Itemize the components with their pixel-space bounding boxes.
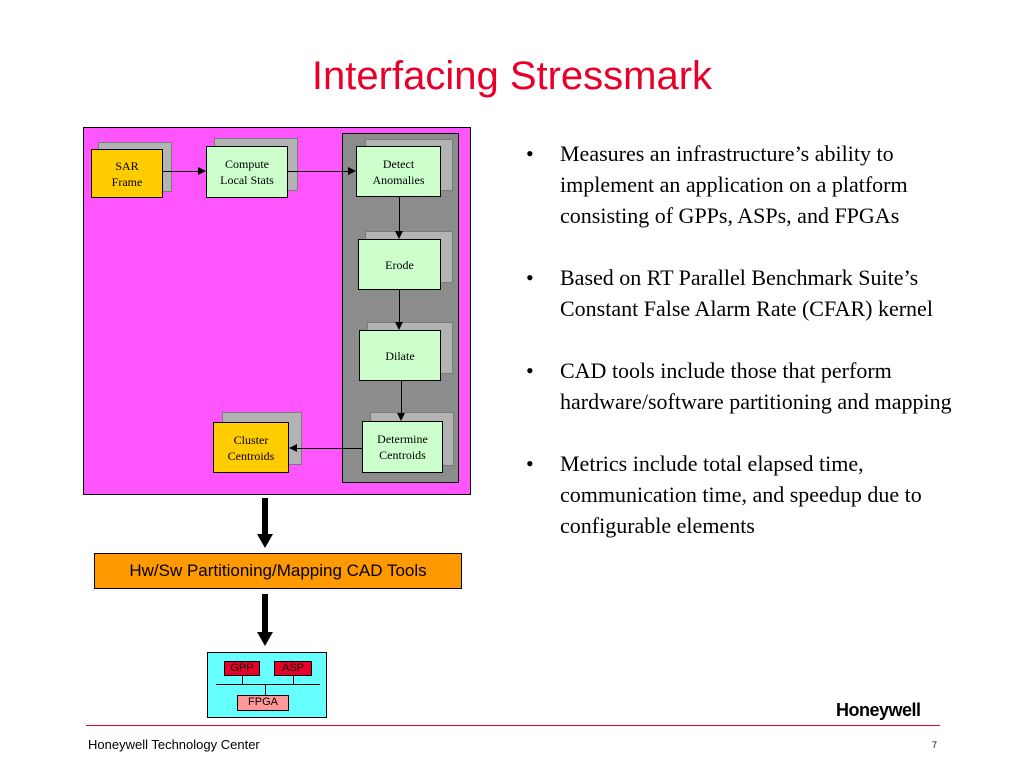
erode-box: Erode	[358, 239, 441, 290]
fpga-label: FPGA	[248, 696, 278, 708]
asp-chip: ASP	[274, 661, 312, 676]
bullet-text: Metrics include total elapsed time, comm…	[560, 451, 922, 538]
arrow-head	[348, 167, 356, 175]
bullet-item: • Measures an infrastructure’s ability to…	[520, 138, 970, 231]
bullet-dot: •	[526, 358, 534, 383]
bullet-text: CAD tools include those that perform har…	[560, 358, 952, 414]
bullet-item: • Metrics include total elapsed time, com…	[520, 448, 970, 541]
arrow-compute-to-detect	[288, 171, 348, 172]
erode-label: Erode	[385, 257, 414, 272]
arrow-determine-to-cluster	[297, 448, 362, 449]
arrow-head	[395, 231, 403, 239]
arrow-head	[289, 444, 297, 452]
arrow-head	[395, 322, 403, 330]
bullet-item: • CAD tools include those that perform ha…	[520, 355, 970, 417]
bullet-list: • Measures an infrastructure’s ability to…	[520, 138, 970, 572]
compute-local-stats-box: Compute Local Stats	[206, 146, 288, 198]
arrow-sar-to-compute	[163, 171, 198, 172]
bullet-dot: •	[526, 451, 534, 476]
arrow-head	[397, 413, 405, 421]
bus-connector	[265, 685, 266, 695]
arrow-detect-to-erode	[399, 197, 400, 231]
sar-frame-box: SAR Frame	[91, 149, 163, 198]
system-bus	[216, 684, 320, 685]
sar-frame-label: SAR Frame	[111, 158, 143, 189]
fpga-chip: FPGA	[237, 695, 289, 711]
footer-divider	[86, 725, 940, 726]
bullet-item: • Based on RT Parallel Benchmark Suite’s …	[520, 262, 970, 324]
arrow-erode-to-dilate	[399, 290, 400, 322]
determine-centroids-box: Determine Centroids	[362, 421, 443, 473]
page-number: 7	[932, 740, 938, 750]
honeywell-logo: Honeywell	[836, 700, 921, 720]
cad-tools-label: Hw/Sw Partitioning/Mapping CAD Tools	[129, 561, 427, 580]
gpp-chip: GPP	[224, 661, 260, 676]
hardware-platform-box: GPP ASP FPGA	[207, 652, 327, 718]
compute-local-stats-label: Compute Local Stats	[220, 157, 274, 187]
bus-connector	[293, 676, 294, 684]
flow-arrow-down	[262, 498, 268, 534]
footer-org: Honeywell Technology Center	[88, 737, 260, 752]
bus-connector	[242, 676, 243, 684]
arrow-dilate-to-determine	[401, 381, 402, 413]
determine-centroids-label: Determine Centroids	[377, 432, 428, 462]
cad-tools-box: Hw/Sw Partitioning/Mapping CAD Tools	[94, 553, 462, 589]
arrow-head	[198, 167, 206, 175]
asp-label: ASP	[281, 662, 304, 674]
dilate-label: Dilate	[385, 348, 415, 363]
slide-title: Interfacing Stressmark	[311, 54, 713, 98]
detect-anomalies-label: Detect Anomalies	[372, 156, 425, 187]
bullet-dot: •	[526, 141, 534, 166]
detect-anomalies-box: Detect Anomalies	[356, 146, 441, 197]
gpp-label: GPP	[230, 662, 254, 674]
bullet-dot: •	[526, 265, 534, 290]
dilate-box: Dilate	[359, 330, 441, 381]
bullet-text: Measures an infrastructure’s ability to …	[560, 141, 908, 228]
flow-arrow-down	[262, 594, 268, 632]
flow-arrow-head	[257, 534, 273, 548]
cluster-centroids-label: Cluster Centroids	[227, 432, 275, 463]
bullet-text: Based on RT Parallel Benchmark Suite’s C…	[560, 265, 933, 321]
flow-arrow-head	[257, 632, 273, 646]
cluster-centroids-box: Cluster Centroids	[213, 422, 289, 473]
